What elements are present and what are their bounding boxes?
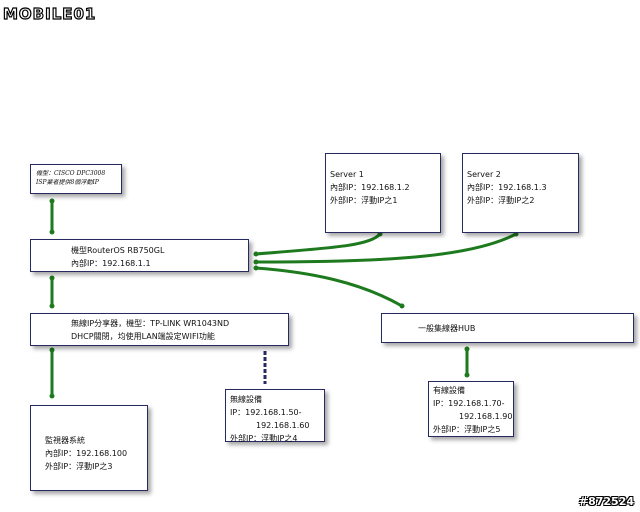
connector-end-dot [253, 265, 259, 271]
connector-end-dot [49, 347, 55, 353]
wired-external-ip: 外部IP：浮動IP之5 [433, 425, 501, 434]
connector-end-dot [49, 275, 55, 281]
hub-box: 一般集線器HUB [381, 313, 634, 343]
connector-router-hub [254, 266, 404, 308]
monitor-title: 監視器系統 [45, 436, 85, 445]
server1-title: Server 1 [330, 170, 364, 179]
wired-title: 有線設備 [433, 386, 465, 395]
hub-title: 一般集線器HUB [418, 324, 476, 333]
router-box: 機型RouterOS RB750GL 內部IP：192.168.1.1 [30, 239, 249, 272]
logo-text: MOBILE01 [3, 5, 96, 23]
connector-end-dot [49, 229, 55, 235]
wifi-ip-range-start: IP：192.168.1.50- [230, 408, 302, 417]
server2-external-ip: 外部IP：浮動IP之2 [467, 196, 535, 205]
monitor-system-box: 監視器系統 內部IP：192.168.100 外部IP：浮動IP之3 [30, 405, 148, 491]
server2-title: Server 2 [467, 170, 501, 179]
connector-end-dot [253, 251, 259, 257]
ap-model: 無線IP分享器，機型：TP-LINK WR1043ND [71, 319, 230, 328]
connector-end-dot [49, 393, 55, 399]
image-id-watermark: #872524 [578, 495, 634, 508]
monitor-internal-ip: 內部IP：192.168.100 [45, 449, 128, 458]
wireless-ap-box: 無線IP分享器，機型：TP-LINK WR1043ND DHCP關閉，均使用LA… [30, 313, 289, 346]
wifi-ip-range-end: 192.168.1.60 [256, 421, 310, 430]
connector-end-dot [49, 303, 55, 309]
wireless-devices-box: 無線設備 IP：192.168.1.50- 192.168.1.60 外部IP：… [225, 389, 325, 443]
server1-internal-ip: 內部IP：192.168.1.2 [330, 183, 410, 192]
router-internal-ip: 內部IP：192.168.1.1 [71, 259, 151, 268]
modem-model: 機型：CISCO DPC3008 [36, 170, 106, 177]
wired-ip-range-start: IP：192.168.1.70- [433, 399, 505, 408]
connector-end-dot [253, 259, 259, 265]
modem-isp-ip: ISP業者提供8個浮動IP [36, 179, 99, 186]
monitor-external-ip: 外部IP：浮動IP之3 [45, 462, 113, 471]
connector-end-dot [464, 372, 470, 378]
wired-ip-range-end: 192.168.1.90 [459, 412, 513, 421]
modem-box: 機型：CISCO DPC3008 ISP業者提供8個浮動IP [30, 164, 122, 194]
ap-dhcp-note: DHCP關閉，均使用LAN端設定WIFI功能 [71, 332, 215, 341]
server1-external-ip: 外部IP：浮動IP之1 [330, 196, 398, 205]
server1-box: Server 1 內部IP：192.168.1.2 外部IP：浮動IP之1 [325, 153, 441, 233]
server2-box: Server 2 內部IP：192.168.1.3 外部IP：浮動IP之2 [462, 153, 579, 233]
connector-end-dot [464, 346, 470, 352]
connector-end-dot [399, 303, 405, 309]
wifi-title: 無線設備 [230, 395, 262, 404]
connector-end-dot [49, 198, 55, 204]
wired-devices-box: 有線設備 IP：192.168.1.70- 192.168.1.90 外部IP：… [428, 381, 514, 437]
connector-router-server1 [254, 232, 382, 256]
router-model: 機型RouterOS RB750GL [71, 246, 165, 255]
connector-router-server2 [254, 232, 518, 264]
wifi-external-ip: 外部IP：浮動IP之4 [230, 434, 298, 443]
server2-internal-ip: 內部IP：192.168.1.3 [467, 183, 547, 192]
mobile01-logo: MOBILE01 [2, 4, 96, 23]
